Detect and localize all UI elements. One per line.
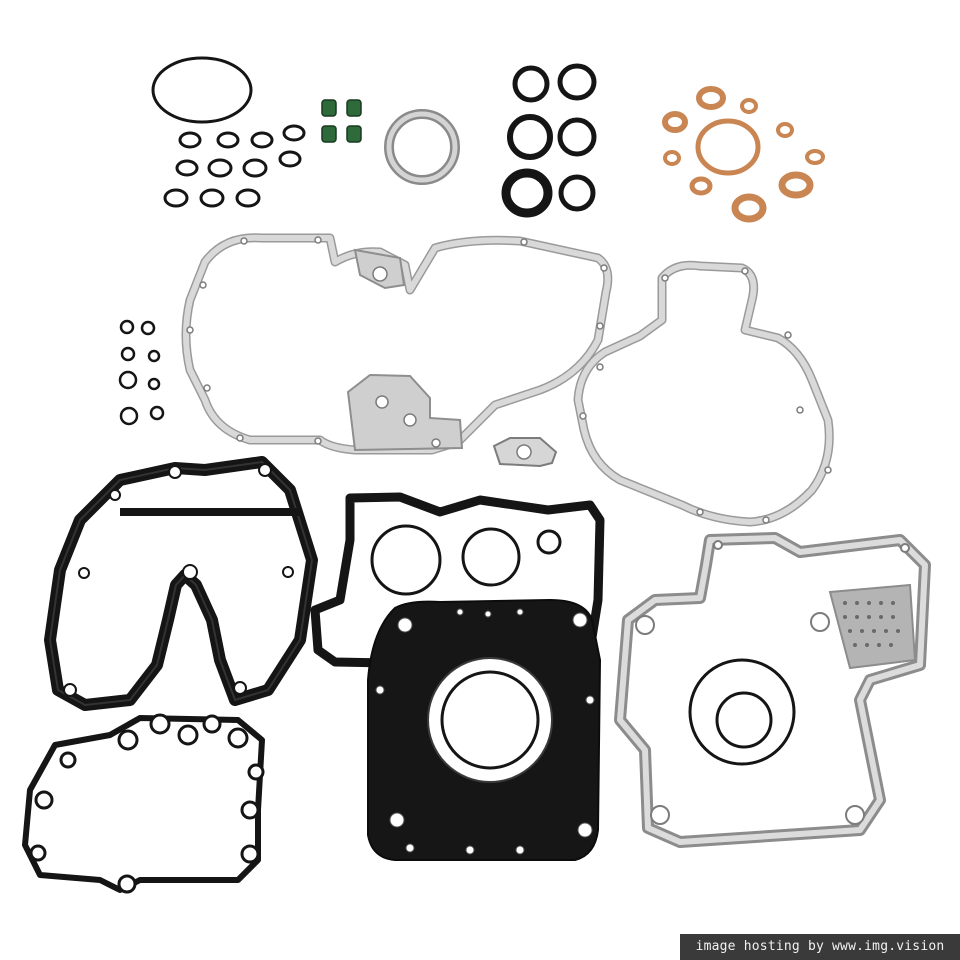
small-flange-gasket (492, 437, 558, 468)
cylinder-base-gasket-steel (614, 532, 931, 848)
valve-cover-gasket (44, 456, 318, 711)
crankcase-cover-gasket (181, 233, 613, 455)
cylinder-head-gasket-main (367, 598, 602, 861)
rubber-seals-top-center (501, 63, 597, 218)
copper-washers (662, 86, 825, 223)
valve-stem-seals (321, 99, 362, 143)
cam-chain-cover-gasket (22, 713, 265, 894)
clutch-cover-gasket (573, 260, 834, 527)
image-hosting-watermark: image hosting by www.img.vision (680, 934, 960, 960)
o-ring-group-top-left (151, 56, 306, 208)
o-ring-group-left-middle (118, 319, 165, 426)
exhaust-ring (384, 109, 460, 185)
